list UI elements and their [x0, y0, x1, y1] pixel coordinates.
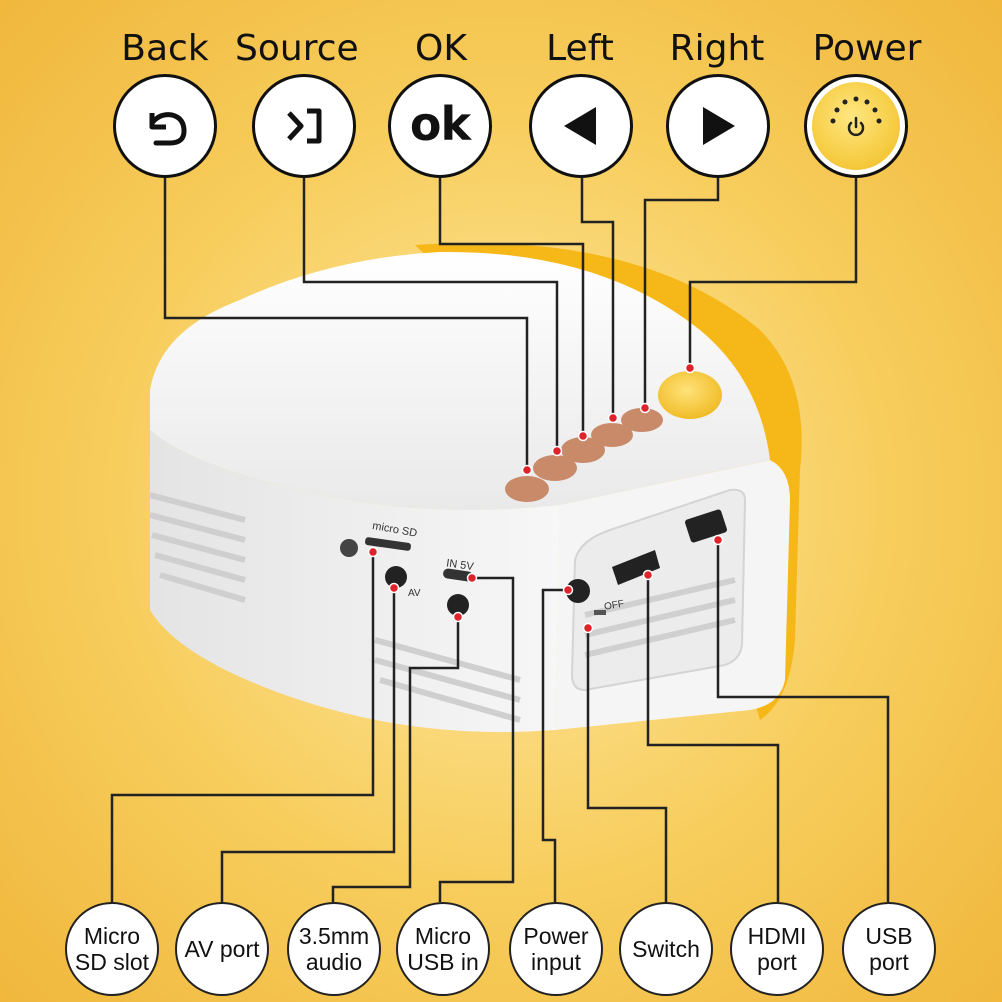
- left-button-callout: [529, 74, 633, 178]
- device-label-av: AV: [408, 588, 421, 599]
- callout-text: port: [757, 949, 797, 975]
- top-leader-lines: [163, 178, 858, 470]
- callout-av-port: AV port: [175, 902, 269, 996]
- callout-text: audio: [305, 949, 363, 975]
- vent-right: [584, 577, 736, 658]
- callout-text: HDMI: [747, 922, 807, 949]
- right-button-callout: [666, 74, 770, 178]
- label-ok: OK: [415, 28, 467, 69]
- ok-icon: ok: [409, 97, 471, 151]
- label-source: Source: [235, 28, 359, 69]
- callout-text: USB: [865, 922, 913, 949]
- vent-left: [149, 492, 246, 603]
- back-button-callout: [113, 74, 217, 178]
- callout-text: AV port: [184, 935, 260, 962]
- right-triangle-icon: [703, 107, 735, 145]
- device-side-ports: [566, 509, 727, 615]
- callout-text: Power: [523, 922, 589, 949]
- callout-text: port: [869, 949, 909, 975]
- ok-button-callout: ok: [388, 74, 492, 178]
- callout-text: USB in: [407, 949, 479, 975]
- left-triangle-icon: [564, 107, 596, 145]
- callout-text: Switch: [632, 935, 700, 962]
- marker-dots: [367, 362, 724, 634]
- label-back: Back: [121, 28, 209, 69]
- callout-text: SD slot: [74, 949, 150, 975]
- label-right: Right: [669, 28, 765, 69]
- vent-front: [374, 637, 521, 723]
- callout-text: Micro: [83, 922, 141, 949]
- device-front-ports: [340, 537, 473, 616]
- source-input-icon: [287, 108, 322, 144]
- back-arrow-icon: [149, 112, 187, 146]
- device-label-off: OFF: [603, 599, 625, 613]
- device-label-in-5v: IN 5V: [445, 557, 475, 573]
- callout-text: 3.5mm: [298, 922, 370, 949]
- callout-switch: Switch: [619, 902, 713, 996]
- power-button-callout: [804, 74, 908, 178]
- power-knob-icon: [812, 82, 900, 170]
- callout-text: input: [531, 949, 581, 975]
- label-left: Left: [546, 28, 614, 69]
- source-button-callout: [252, 74, 356, 178]
- label-power: Power: [812, 28, 922, 69]
- callout-text: Micro: [414, 922, 472, 949]
- device-top-buttons: [505, 371, 722, 502]
- bottom-leader-lines: [110, 540, 890, 902]
